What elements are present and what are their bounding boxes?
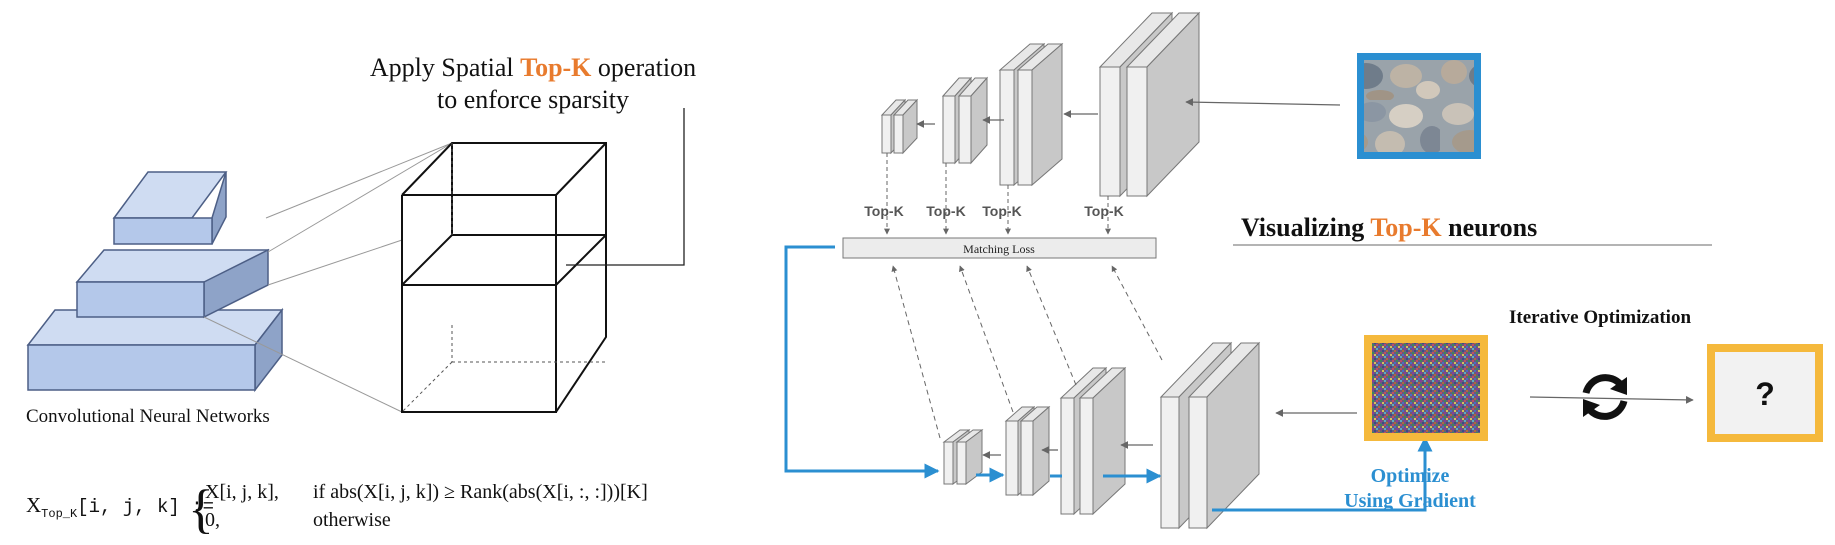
- refresh-cycle-icon: [1582, 374, 1628, 420]
- bottom-dashed-rises: [891, 265, 1163, 439]
- encoder-layers-bottom: [942, 341, 1261, 530]
- topk-label: Top-K: [982, 203, 1021, 219]
- heading-prefix: Visualizing: [1241, 213, 1370, 242]
- right-heading: Visualizing Top-K neurons: [1241, 213, 1537, 242]
- top-forward-arrows: [916, 98, 1341, 128]
- optimize-line2: Using Gradient: [1344, 490, 1476, 512]
- matching-loss-bar: [842, 237, 1157, 259]
- noise-image: [1372, 343, 1480, 433]
- formula-case1-condition: if abs(X[i, j, k]) ≥ Rank(abs(X[i, :, :]…: [313, 481, 648, 503]
- callout-prefix: Apply Spatial: [370, 53, 520, 82]
- feature-slab: [1125, 11, 1201, 198]
- formula-lhs-args: [i, j, k] :=: [77, 496, 214, 518]
- feature-slab: [892, 98, 919, 155]
- formula-lhs-sub: Top_K: [41, 507, 78, 521]
- topk-labels: Top-K Top-K Top-K Top-K: [864, 203, 1123, 219]
- projection-lines: [203, 142, 453, 413]
- callout-leader: [566, 108, 685, 266]
- callout-suffix: operation: [591, 53, 696, 82]
- formula-lhs-x: X: [26, 493, 41, 517]
- cnn-layer-middle: [75, 248, 270, 319]
- iterative-title: Iterative Optimization: [1509, 307, 1691, 328]
- heading-suffix: neurons: [1442, 213, 1538, 242]
- formula-case2-value: 0,: [205, 509, 220, 531]
- iteration-arrow: [1529, 395, 1694, 404]
- feature-slab: [1016, 42, 1064, 187]
- topk-formula: XTop_K[i, j, k] := { X[i, j, k], if abs(…: [26, 479, 648, 539]
- encoder-layers-top: [880, 11, 1201, 198]
- conv-block: [1004, 405, 1051, 497]
- bottom-forward-arrows: [982, 409, 1357, 459]
- callout-highlight: Top-K: [520, 53, 592, 82]
- cnn-layer-stack: [26, 171, 284, 393]
- callout-line2: to enforce sparsity: [437, 85, 629, 114]
- svg-text:XTop_K[i, j, k] :=: XTop_K[i, j, k] :=: [26, 493, 214, 521]
- cnn-caption: Convolutional Neural Networks: [26, 406, 270, 427]
- topk-dashed-drops: [884, 153, 1111, 235]
- feature-slab: [1019, 405, 1051, 497]
- conv-block: [942, 429, 984, 485]
- conv-block: [998, 42, 1064, 187]
- feature-slab: [955, 429, 984, 485]
- conv-block: [1159, 341, 1261, 530]
- callout-line1: Apply Spatial Top-K operation: [370, 53, 696, 82]
- conv-block: [1059, 366, 1127, 516]
- feature-map-cube: [401, 142, 607, 413]
- feature-slab: [1187, 341, 1261, 530]
- gradient-feedback-path: [784, 245, 1433, 512]
- unknown-output-box: [1715, 352, 1815, 434]
- formula-case2-condition: otherwise: [313, 509, 391, 531]
- cnn-layer-bottom: [26, 307, 284, 393]
- formula-brace: {: [188, 479, 214, 539]
- feature-slab: [957, 76, 989, 165]
- unknown-output-symbol: ?: [1755, 376, 1775, 412]
- topk-label: Top-K: [926, 203, 965, 219]
- pebble-texture-image: [1364, 60, 1474, 152]
- cnn-layer-top: [112, 171, 228, 245]
- topk-label: Top-K: [864, 203, 903, 219]
- heading-highlight: Top-K: [1370, 213, 1442, 242]
- conv-block: [880, 98, 919, 155]
- matching-loss-label: Matching Loss: [963, 242, 1035, 256]
- conv-block: [1098, 11, 1201, 198]
- topk-label: Top-K: [1084, 203, 1123, 219]
- cube-hidden-edges: [401, 143, 606, 413]
- formula-case1-value: X[i, j, k],: [205, 481, 279, 503]
- optimize-line1: Optimize: [1371, 465, 1450, 487]
- conv-block: [941, 76, 989, 165]
